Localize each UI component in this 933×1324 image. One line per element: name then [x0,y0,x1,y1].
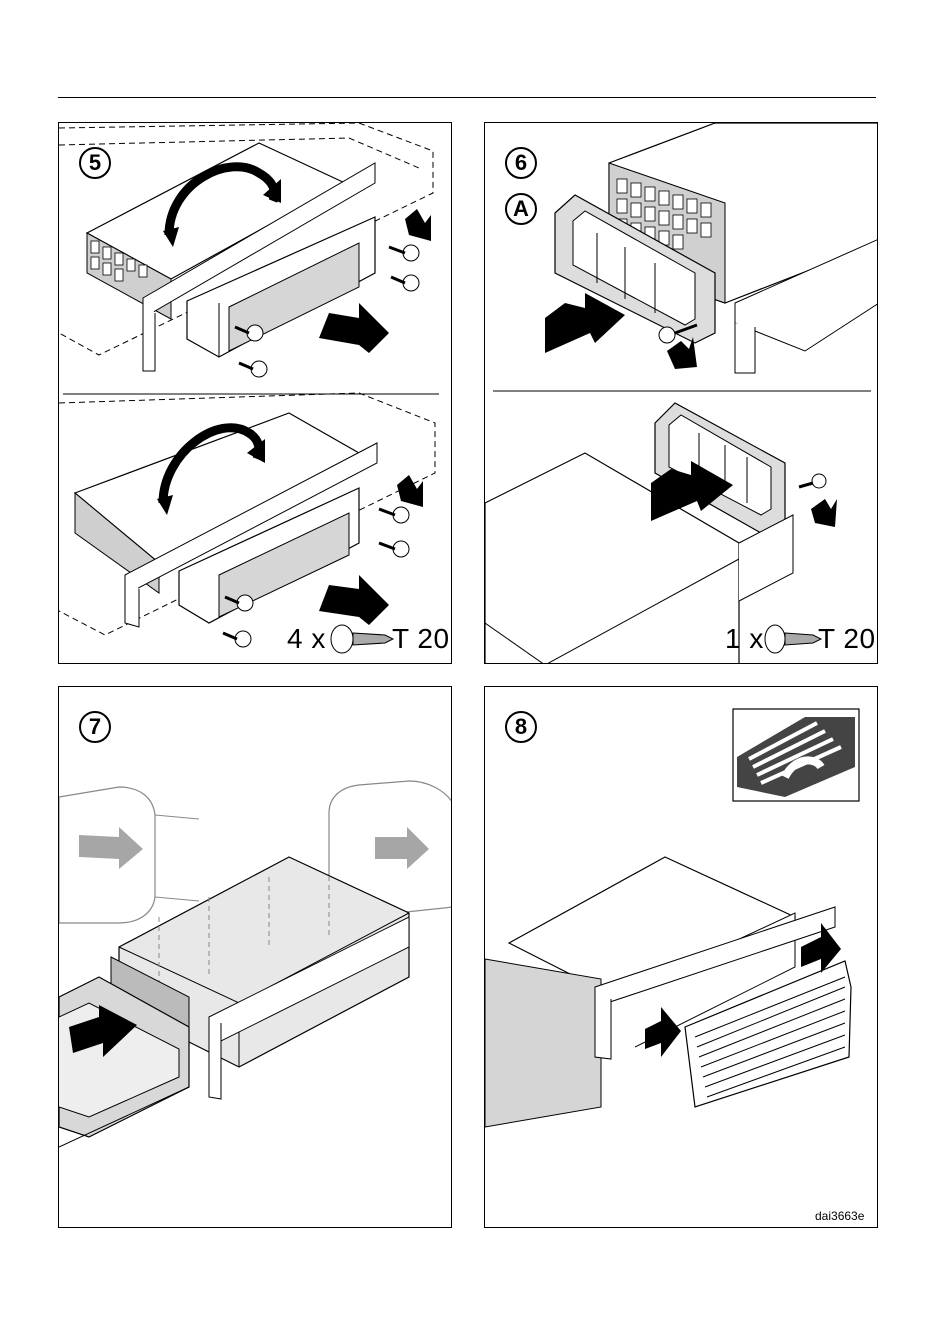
step-number-6: 6 [505,147,537,179]
screw-type-left: T 20 [392,623,450,655]
panel-step-8: 8 dai3663e [484,686,878,1228]
screw-icon [765,625,821,653]
panel-step-7: 7 [58,686,452,1228]
step-5-illustration [59,123,452,664]
screw-count-left: 4 x [287,623,326,655]
step-8-illustration [485,687,878,1228]
step-sub-label-a: A [505,193,537,225]
step-6-illustration [485,123,878,664]
reference-code: dai3663e [815,1209,864,1223]
panel-step-5: 5 4 x T 20 [58,122,452,664]
panel-step-6: 6 A 1 x T 20 [484,122,878,664]
arrow-icon [319,303,389,353]
screw-type-right: T 20 [818,623,876,655]
header-rule [58,97,876,98]
step-number-8: 8 [505,711,537,743]
step-number-7: 7 [79,711,111,743]
step-number-5: 5 [79,147,111,179]
step-7-illustration [59,687,452,1228]
screw-icon [331,625,393,653]
screw-count-right: 1 x [725,623,764,655]
